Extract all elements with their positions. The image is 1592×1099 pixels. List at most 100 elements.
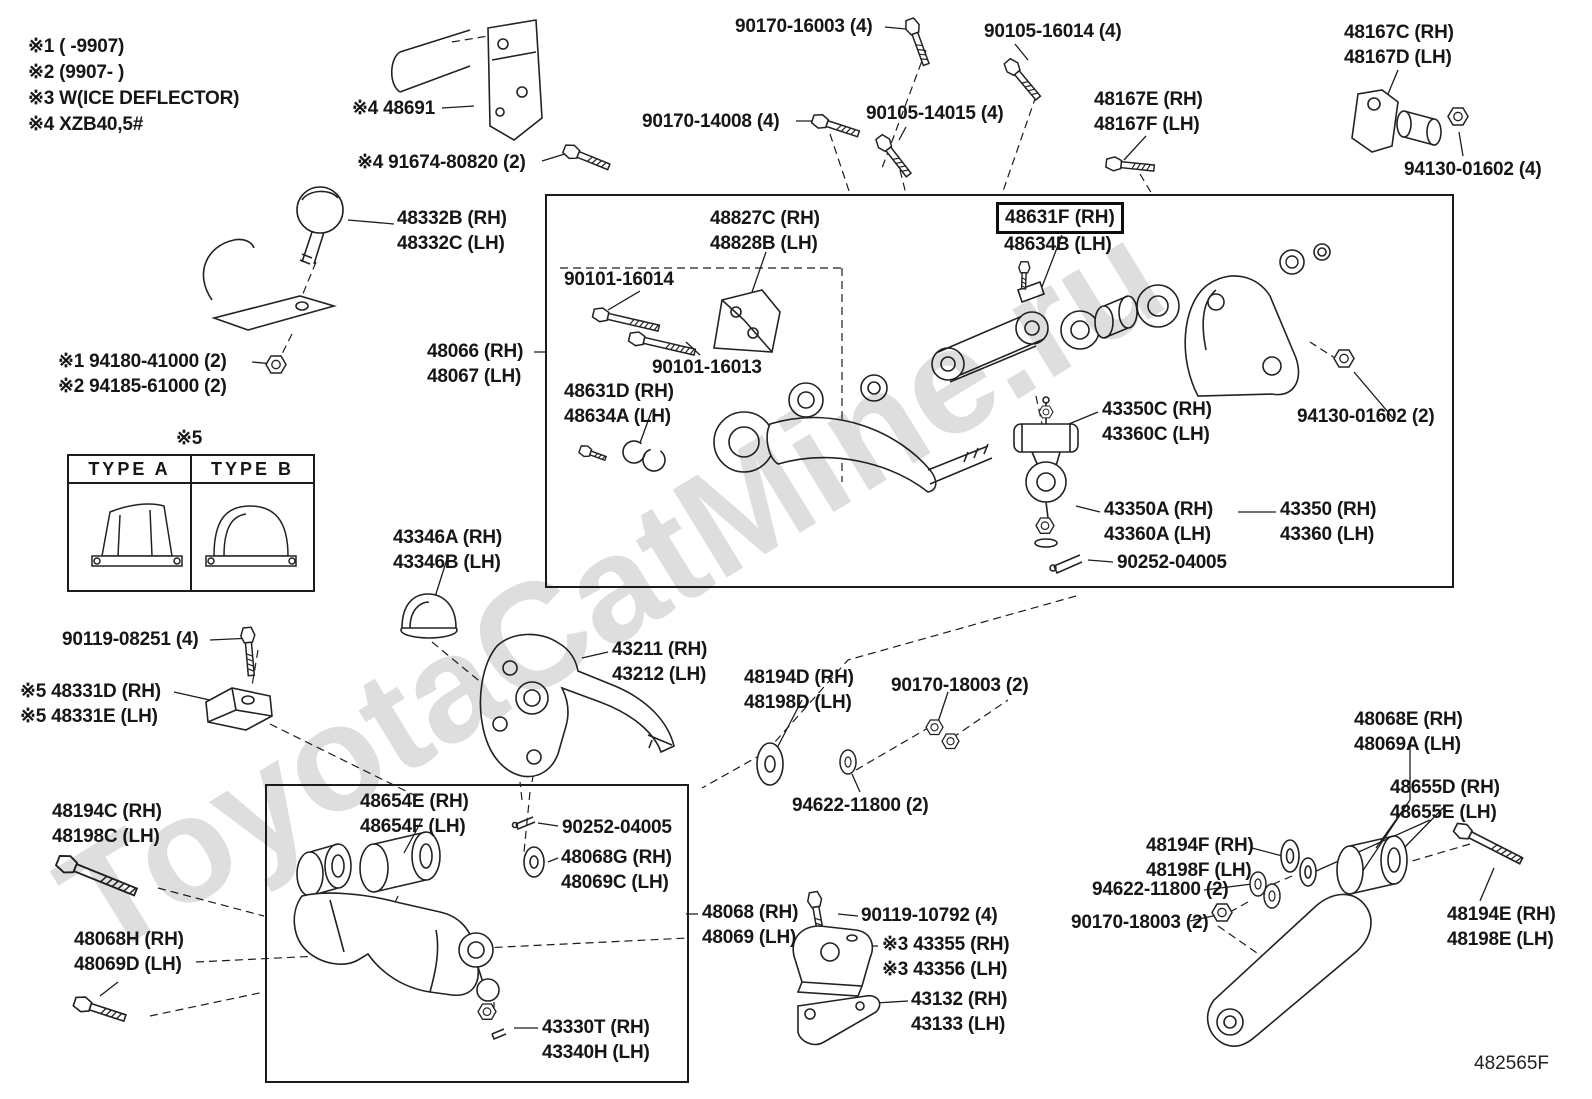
- label-43346a-43346b: 43346A (RH)43346B (LH): [393, 525, 502, 575]
- label-91674-80820: ※4 91674-80820 (2): [357, 150, 526, 175]
- part-number: 48068H (RH): [74, 929, 184, 950]
- part-number: 90170-16003 (4): [735, 16, 873, 37]
- label-90119-10792: 90119-10792 (4): [861, 903, 998, 928]
- bolt-icon: [239, 626, 260, 677]
- part-number: 48167C (RH): [1344, 22, 1454, 43]
- label-90105-16014: 90105-16014 (4): [984, 19, 1122, 44]
- note-line: ※4 XZB40,5#: [28, 114, 144, 135]
- part-number: 90170-18003 (2): [1071, 912, 1209, 933]
- label-43355-43356: ※3 43355 (RH)※3 43356 (LH): [882, 932, 1010, 982]
- part-number: 90252-04005: [1117, 552, 1227, 573]
- nut-icon: [1211, 903, 1233, 922]
- label-90119-08251: 90119-08251 (4): [62, 627, 199, 652]
- part-number: ※4 91674-80820 (2): [357, 152, 526, 173]
- part-number: 94130-01602 (4): [1404, 159, 1542, 180]
- bolt-icon: [1001, 56, 1045, 104]
- part-strut-rod-hardware: [756, 719, 960, 1046]
- label-43330t-43340h: 43330T (RH)43340H (LH): [542, 1015, 650, 1065]
- label-48194d-48198d: 48194D (RH)48198D (LH): [744, 665, 854, 715]
- part-number: 48067 (LH): [427, 366, 522, 387]
- label-94130-01602-4: 94130-01602 (4): [1404, 157, 1542, 182]
- label-48691: ※4 48691: [352, 96, 435, 121]
- label-90170-18003-b: 90170-18003 (2): [1071, 910, 1209, 935]
- part-number: 48655E (LH): [1390, 802, 1497, 823]
- part-ice-deflector-48691: [390, 19, 543, 141]
- part-number: 43350C (RH): [1102, 399, 1212, 420]
- note-line: ※2 (9907- ): [28, 62, 125, 83]
- part-ball-joint-48332b: [202, 186, 344, 374]
- label-48827c-48828b: 48827C (RH)48828B (LH): [710, 206, 820, 256]
- part-number: ※5 48331E (LH): [20, 706, 158, 727]
- label-48331d-48331e: ※5 48331D (RH) ※5 48331E (LH): [20, 679, 161, 729]
- part-number: 48068 (RH): [702, 902, 799, 923]
- label-48655d-48655e: 48655D (RH)48655E (LH): [1390, 775, 1500, 825]
- bolt-icon: [872, 132, 915, 180]
- part-number: 43346A (RH): [393, 527, 503, 548]
- note-4: ※4 XZB40,5#: [28, 112, 143, 137]
- part-number: 48066 (RH): [427, 341, 524, 362]
- washer-icon: [1263, 883, 1281, 909]
- part-number: 48069C (LH): [561, 872, 669, 893]
- label-90105-14015: 90105-14015 (4): [866, 101, 1004, 126]
- assembly-dashed-lines: [149, 35, 1471, 1017]
- part-number: 90105-16014 (4): [984, 21, 1122, 42]
- part-number: 48198E (LH): [1447, 929, 1554, 950]
- leader-lines: [99, 26, 1495, 1029]
- part-number: 48654E (RH): [360, 791, 469, 812]
- label-94622-11800-b: 94622-11800 (2): [1092, 877, 1229, 902]
- part-number: 48167D (LH): [1344, 47, 1452, 68]
- label-48068-48069: 48068 (RH)48069 (LH): [702, 900, 798, 950]
- label-48654e-48654f: 48654E (RH) 48654F (LH): [360, 789, 469, 839]
- part-number: 43133 (LH): [911, 1014, 1006, 1035]
- part-number: ※1 94180-41000 (2): [58, 351, 227, 372]
- label-48631f-highlighted: 48631F (RH): [996, 202, 1124, 234]
- part-number: 43350A (RH): [1104, 499, 1214, 520]
- part-number: 43360A (LH): [1104, 524, 1211, 545]
- label-90101-16013: 90101-16013: [652, 355, 762, 380]
- label-48631d-48634a: 48631D (RH)48634A (LH): [564, 379, 674, 429]
- type-a-header: TYPE A: [69, 456, 190, 484]
- label-90170-14008: 90170-14008 (4): [642, 109, 780, 134]
- type-table: TYPE A TYPE B: [67, 454, 315, 592]
- part-number: 48068E (RH): [1354, 709, 1463, 730]
- label-48068h-48069d: 48068H (RH) 48069D (LH): [74, 927, 184, 977]
- nut-icon: [1447, 107, 1469, 126]
- part-number: ※4 48691: [352, 98, 436, 119]
- part-number: 90105-14015 (4): [866, 103, 1004, 124]
- part-number: 90170-18003 (2): [891, 675, 1029, 696]
- bolt-icon: [809, 111, 862, 142]
- part-number: 48069A (LH): [1354, 734, 1461, 755]
- part-number: 48068G (RH): [561, 847, 672, 868]
- note-line: ※1 ( -9907): [28, 36, 125, 57]
- part-number: 43132 (RH): [911, 989, 1008, 1010]
- bolt-icon: [53, 851, 140, 902]
- part-number: 48194D (RH): [744, 667, 854, 688]
- type-b-column: TYPE B: [192, 456, 313, 590]
- label-48194e-48198e: 48194E (RH)48198E (LH): [1447, 902, 1556, 952]
- part-number: 48332B (RH): [397, 208, 507, 229]
- label-94130-01602-2: 94130-01602 (2): [1297, 404, 1435, 429]
- lower-arm-box: [265, 784, 689, 1083]
- bolt-icon: [1451, 819, 1526, 869]
- part-number: 43360C (LH): [1102, 424, 1210, 445]
- label-43350-43360: 43350 (RH)43360 (LH): [1280, 497, 1376, 547]
- label-43132-43133: 43132 (RH) 43133 (LH): [911, 987, 1007, 1037]
- part-number: 48069D (LH): [74, 954, 182, 975]
- part-number: 90170-14008 (4): [642, 111, 780, 132]
- part-lower-arm-assembly: [293, 816, 545, 1041]
- washer-icon: [839, 749, 857, 775]
- part-number: 48194F (RH): [1146, 835, 1254, 856]
- label-90101-16014: 90101-16014: [564, 267, 674, 292]
- part-number: 43212 (LH): [612, 664, 707, 685]
- label-94622-11800-a: 94622-11800 (2): [792, 793, 929, 818]
- diagram-code: 482565F: [1474, 1053, 1550, 1074]
- note-2: ※2 (9907- ): [28, 60, 124, 85]
- part-number: ※5 48331D (RH): [20, 681, 161, 702]
- nut-icon: [941, 733, 960, 750]
- part-number: 48654F (LH): [360, 816, 466, 837]
- part-rear-lower-arm: [1206, 819, 1526, 1047]
- part-knuckle-and-bumpstop: [205, 593, 675, 778]
- label-90170-18003-a: 90170-18003 (2): [891, 673, 1029, 698]
- part-number: 48634B (LH): [1004, 234, 1112, 255]
